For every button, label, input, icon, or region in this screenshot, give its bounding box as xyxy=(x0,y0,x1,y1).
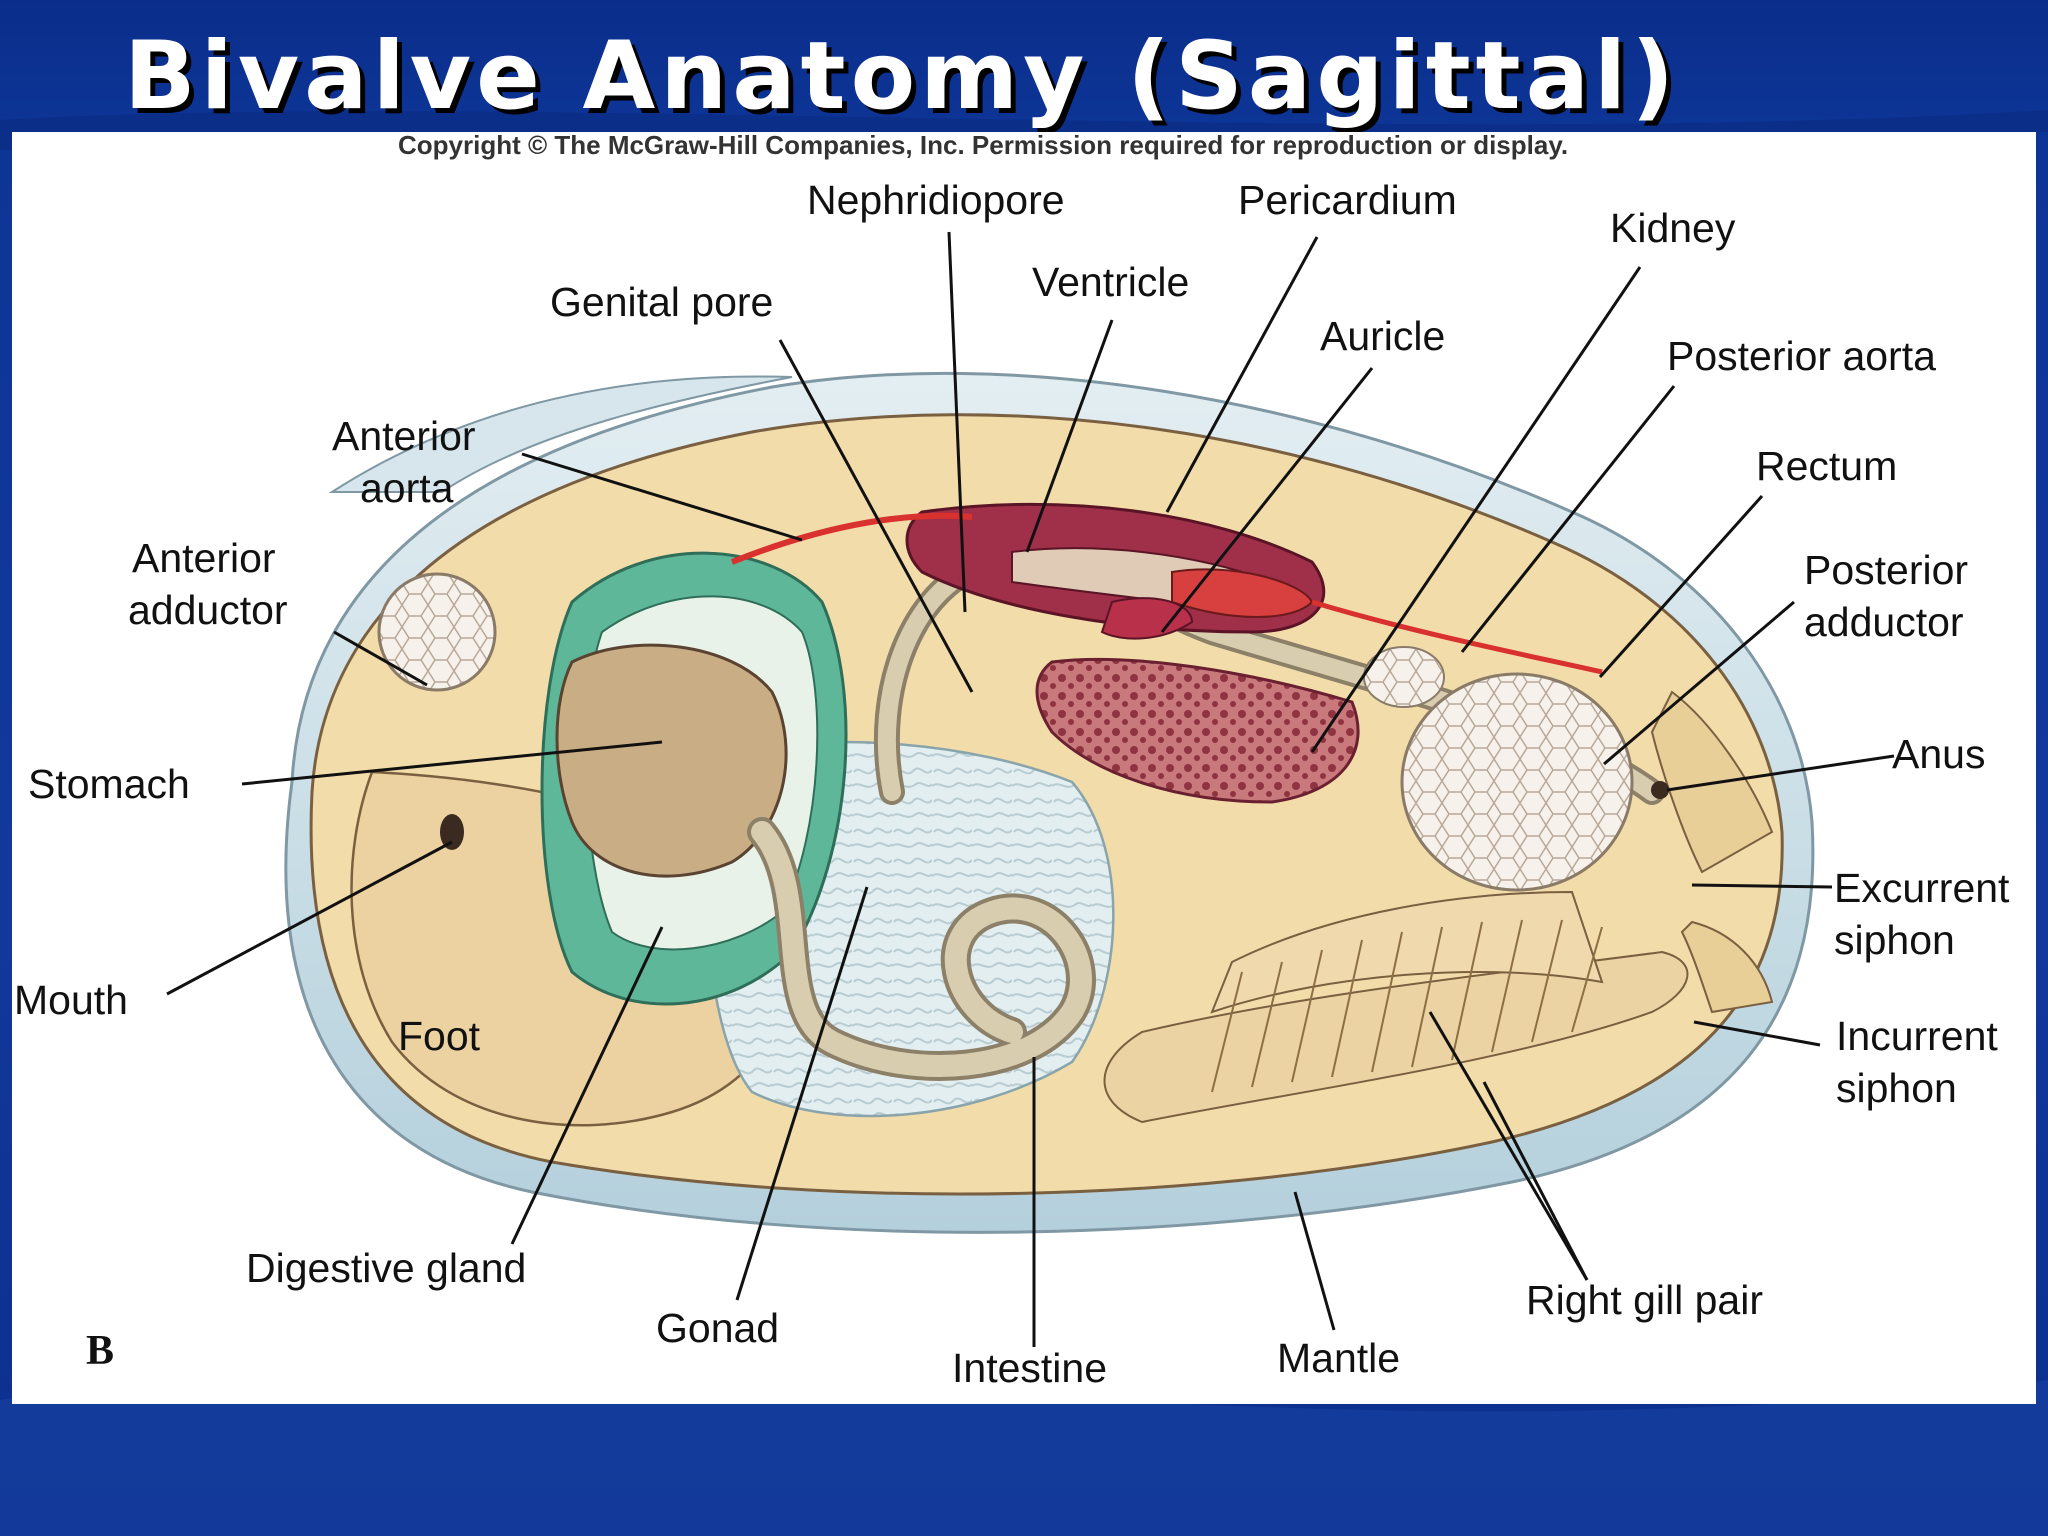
kidney xyxy=(1035,657,1360,804)
label-foot: Foot xyxy=(398,1013,481,1059)
label-rectum: Rectum xyxy=(1756,443,1897,489)
label-pericardium: Pericardium xyxy=(1238,177,1457,223)
mouth-opening xyxy=(440,814,464,850)
posterior-adductor xyxy=(1400,672,1634,892)
label-anus: Anus xyxy=(1892,731,1985,777)
label-mouth: Mouth xyxy=(14,977,128,1023)
label-excurrent-siphon-line2: siphon xyxy=(1834,917,1955,963)
label-posterior-adductor-line2: adductor xyxy=(1804,599,1964,645)
label-anterior-adductor-line2: adductor xyxy=(128,587,288,633)
label-ventricle: Ventricle xyxy=(1032,259,1189,305)
label-digestive-gland: Digestive gland xyxy=(246,1245,526,1291)
label-posterior-adductor-line1: Posterior xyxy=(1804,547,1968,593)
label-excurrent-siphon-line1: Excurrent xyxy=(1834,865,2010,911)
slide-title: Bivalve Anatomy (Sagittal) xyxy=(124,22,1680,131)
label-mantle: Mantle xyxy=(1277,1335,1400,1381)
ventricle xyxy=(1171,568,1314,618)
leader-lines xyxy=(166,231,1895,1347)
copyright-notice: Copyright © The McGraw-Hill Companies, I… xyxy=(398,132,1568,160)
label-intestine: Intestine xyxy=(952,1345,1107,1391)
label-right-gill-pair: Right gill pair xyxy=(1526,1277,1763,1323)
right-gill-pair xyxy=(1103,890,1689,1124)
anus-opening xyxy=(1651,781,1669,799)
labels: Nephridiopore Pericardium Kidney Ventric… xyxy=(14,177,2010,1391)
anterior-adductor xyxy=(377,572,497,692)
label-posterior-aorta: Posterior aorta xyxy=(1667,333,1936,379)
label-stomach: Stomach xyxy=(28,761,190,807)
plate-letter: B xyxy=(86,1328,114,1374)
label-anterior-adductor-line1: Anterior xyxy=(132,535,276,581)
posterior-aorta xyxy=(1311,599,1603,675)
label-genital-pore: Genital pore xyxy=(550,279,773,325)
label-kidney: Kidney xyxy=(1610,205,1736,251)
label-nephridiopore: Nephridiopore xyxy=(807,177,1065,223)
auricle xyxy=(1100,597,1194,640)
stomach xyxy=(555,643,788,878)
label-anterior-aorta-line2: aorta xyxy=(360,465,454,511)
label-incurrent-siphon-line2: siphon xyxy=(1836,1065,1957,1111)
anterior-aorta xyxy=(730,512,973,565)
label-anterior-aorta-line1: Anterior xyxy=(332,413,476,459)
label-auricle: Auricle xyxy=(1320,313,1445,359)
label-gonad: Gonad xyxy=(656,1305,779,1351)
bivalve-diagram: Copyright © The McGraw-Hill Companies, I… xyxy=(14,132,2010,1391)
diagram-panel: Copyright © The McGraw-Hill Companies, I… xyxy=(12,132,2036,1404)
label-incurrent-siphon-line1: Incurrent xyxy=(1836,1013,1998,1059)
